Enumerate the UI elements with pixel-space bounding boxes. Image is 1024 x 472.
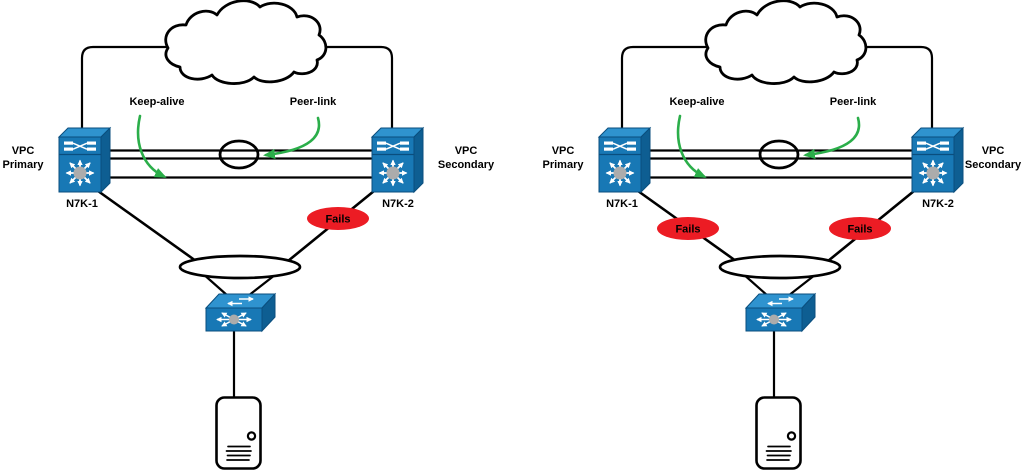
server-icon <box>755 396 802 470</box>
keepalive-uplink-right <box>857 45 934 142</box>
fails-label: Fails <box>675 224 700 236</box>
access-switch-icon <box>746 294 815 331</box>
n7k-2-label: N7K-2 <box>382 198 414 210</box>
nexus-switch-primary-icon <box>599 128 650 192</box>
svg-text:VPC: VPC <box>552 145 575 157</box>
port-channel-leg-left <box>204 275 230 298</box>
svg-text:VPC: VPC <box>455 145 478 157</box>
keepalive-uplink-right <box>317 45 394 142</box>
fails-ellipse <box>829 217 891 240</box>
n7k-2-label: N7K-2 <box>922 198 954 210</box>
svg-text:VPC: VPC <box>12 145 35 157</box>
port-channel-ellipse <box>718 254 842 280</box>
vpc-primary-label: VPC Primary <box>543 145 585 171</box>
diagram-dual-link-failure: Keep-alive Peer-link VPC Primary VPC Sec… <box>543 0 1022 470</box>
nexus-switch-secondary-icon <box>372 128 423 192</box>
diagram-single-link-failure: Keep-alive Peer-link VPC Primary VPC Sec… <box>3 0 495 470</box>
vpc-secondary-label: VPC Secondary <box>438 145 495 171</box>
keep-alive-label: Keep-alive <box>129 96 184 108</box>
svg-text:Primary: Primary <box>3 159 45 171</box>
access-switch-icon <box>206 294 275 331</box>
cloud-icon <box>704 0 868 85</box>
fails-ellipse <box>307 207 369 230</box>
peer-link-arrow-icon <box>803 116 861 159</box>
fails-badge: Fails <box>307 207 369 230</box>
svg-text:Secondary: Secondary <box>965 159 1022 171</box>
fails-badge-right: Fails <box>829 217 891 240</box>
keep-alive-arrow-icon <box>676 114 707 178</box>
svg-text:Primary: Primary <box>543 159 585 171</box>
peer-link-label: Peer-link <box>830 96 877 108</box>
svg-text:VPC: VPC <box>982 145 1005 157</box>
nexus-switch-primary-icon <box>59 128 110 192</box>
peer-link-arrow-icon <box>263 116 321 159</box>
keepalive-uplink-left <box>620 45 717 142</box>
fails-label: Fails <box>847 224 872 236</box>
port-channel-leg-right <box>786 275 815 298</box>
vpc-member-link-left <box>96 189 198 263</box>
peer-link-bundle-circle <box>758 139 800 170</box>
port-channel-leg-left <box>744 275 770 298</box>
server-icon <box>215 396 262 470</box>
svg-text:Secondary: Secondary <box>438 159 495 171</box>
keep-alive-arrow-icon <box>136 114 167 178</box>
port-channel-leg-right <box>246 275 275 298</box>
port-channel-ellipse <box>178 254 302 280</box>
peer-link-label: Peer-link <box>290 96 337 108</box>
nexus-switch-secondary-icon <box>912 128 963 192</box>
n7k-1-label: N7K-1 <box>606 198 638 210</box>
fails-ellipse <box>657 217 719 240</box>
fails-label: Fails <box>325 214 350 226</box>
cloud-icon <box>164 0 328 85</box>
peer-link-bundle-circle <box>218 139 260 170</box>
keep-alive-label: Keep-alive <box>669 96 724 108</box>
n7k-1-label: N7K-1 <box>66 198 98 210</box>
vpc-primary-label: VPC Primary <box>3 145 45 171</box>
fails-badge-left: Fails <box>657 217 719 240</box>
keepalive-uplink-left <box>80 45 177 142</box>
vpc-secondary-label: VPC Secondary <box>965 145 1022 171</box>
